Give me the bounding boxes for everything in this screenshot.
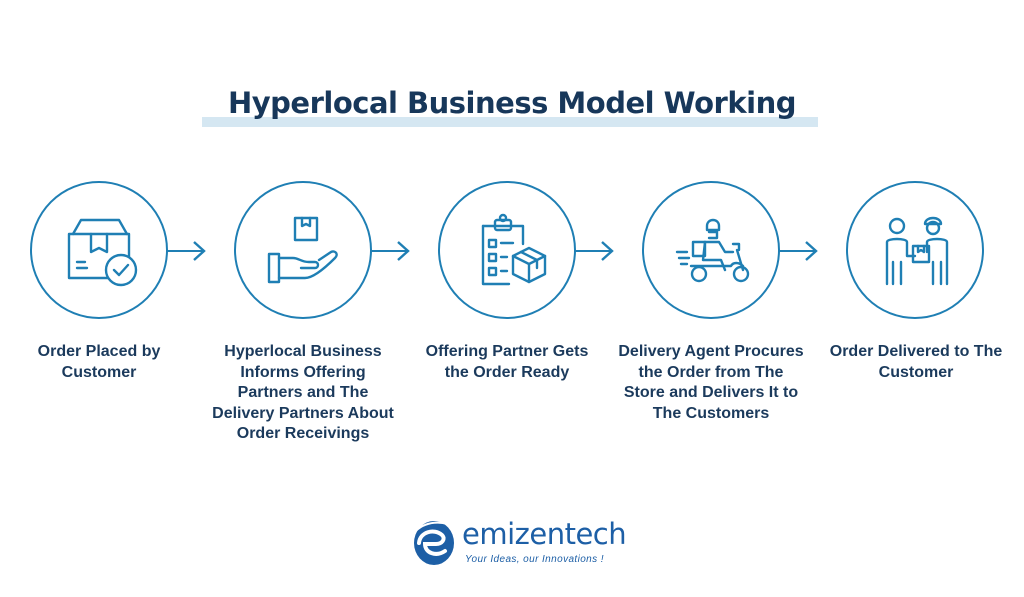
chevron-right-icon (805, 241, 818, 261)
step-5-circle (846, 181, 984, 319)
brand-logo: emizentech Your Ideas, our Innovations ! (410, 515, 630, 567)
chevron-right-icon (397, 241, 410, 261)
step-4-circle (642, 181, 780, 319)
connector-line-4 (779, 250, 815, 252)
chevron-right-icon (601, 241, 614, 261)
step-2-label: Hyperlocal Business Informs Offering Par… (212, 343, 394, 442)
step-1-circle (30, 181, 168, 319)
step-3-label: Offering Partner Gets the Order Ready (425, 343, 589, 381)
title-wrap: Hyperlocal Business Model Working (0, 86, 1024, 120)
emizentech-logo-icon (413, 521, 457, 565)
hand-package-icon (267, 216, 338, 284)
handover-people-icon (885, 216, 949, 286)
step-2-circle (234, 181, 372, 319)
chevron-right-icon (193, 241, 206, 261)
step-4-label: Delivery Agent Procures the Order from T… (618, 343, 804, 422)
step-1-label: Order Placed by Customer (37, 343, 161, 381)
page-title: Hyperlocal Business Model Working (227, 86, 797, 120)
box-check-icon (67, 218, 138, 287)
brand-tagline: Your Ideas, our Innovations ! (465, 554, 604, 565)
title-highlight-bar (202, 117, 818, 127)
connector-line-3 (575, 250, 611, 252)
step-5-label: Order Delivered to The Customer (829, 343, 1003, 381)
clipboard-box-icon (481, 213, 547, 286)
step-3-circle (438, 181, 576, 319)
connector-line-2 (371, 250, 407, 252)
connector-line-1 (167, 250, 203, 252)
brand-name: emizentech (462, 517, 627, 551)
scooter-rider-icon (675, 218, 750, 283)
